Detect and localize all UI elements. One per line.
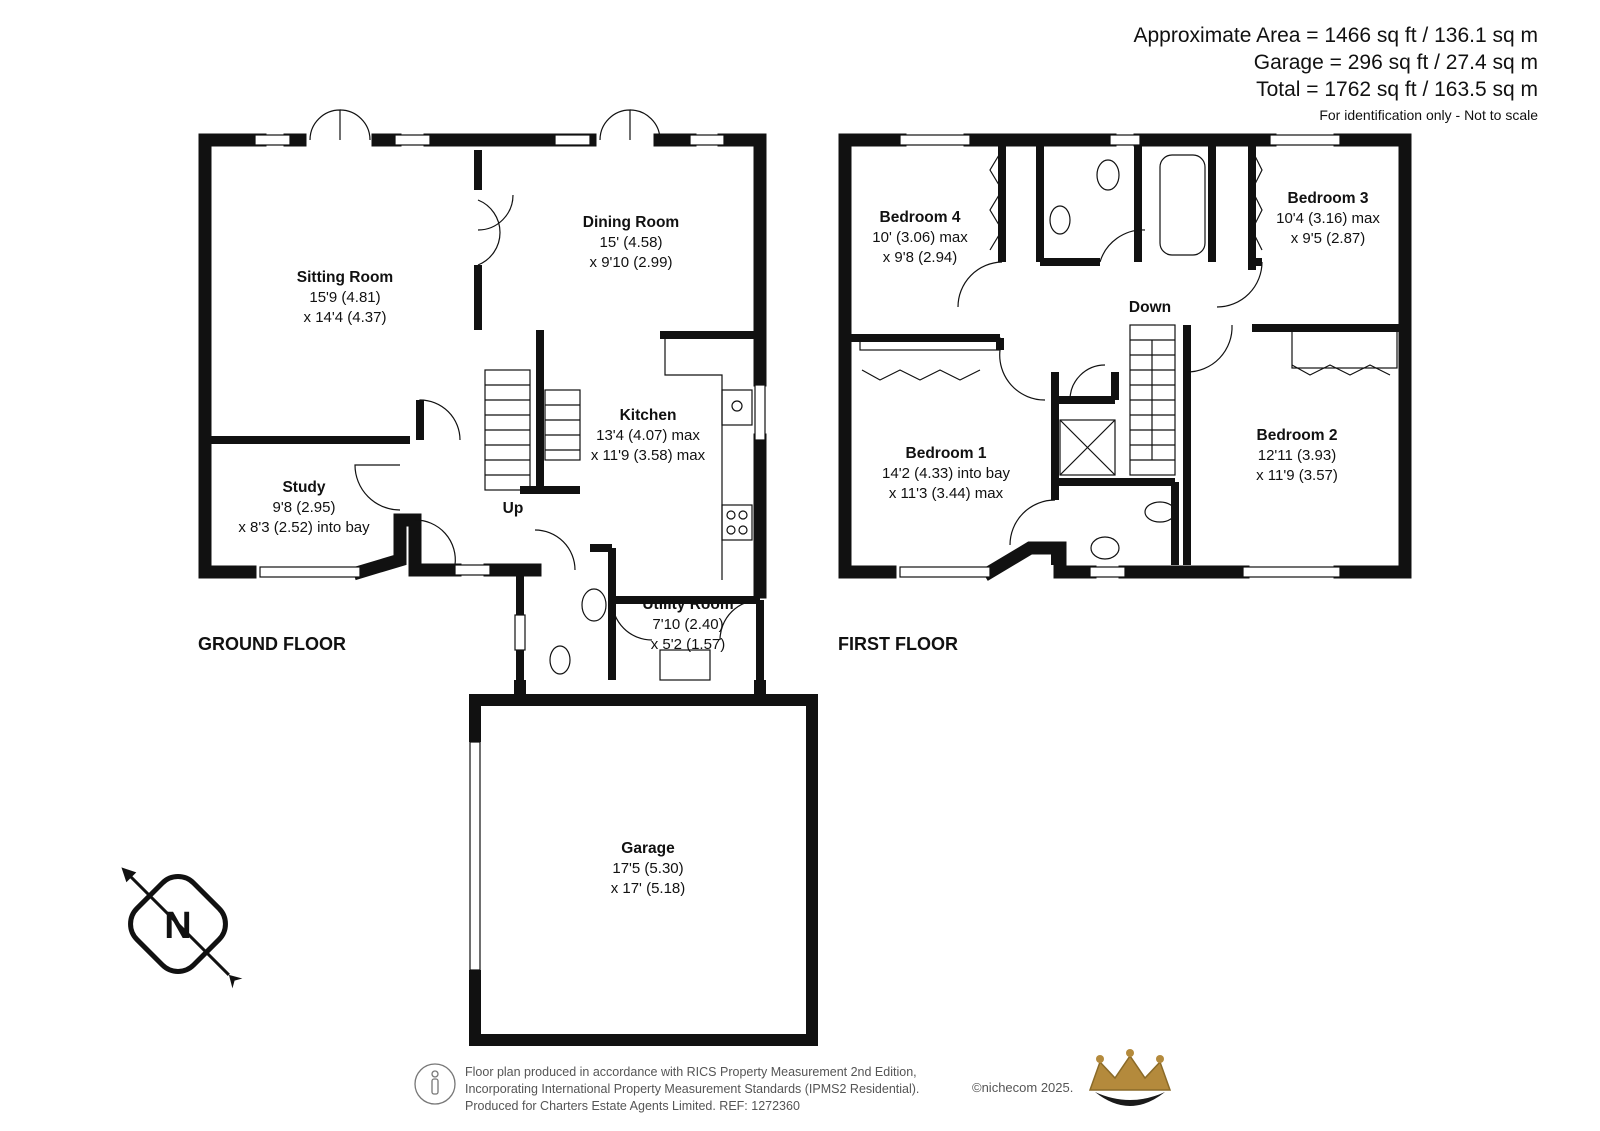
room-dim: x 11'3 (3.44) max — [889, 485, 1004, 502]
footer-line-2: Incorporating International Property Mea… — [465, 1082, 920, 1096]
ground-floor-connectors — [514, 680, 766, 700]
area-line-garage: Garage = 296 sq ft / 27.4 sq m — [1253, 51, 1538, 74]
room-dim: x 17' (5.18) — [611, 880, 686, 897]
footer-line-1: Floor plan produced in accordance with R… — [465, 1065, 917, 1079]
room-dim: 12'11 (3.93) — [1258, 447, 1336, 464]
area-note: For identification only - Not to scale — [1319, 107, 1538, 123]
room-bedroom-2: Bedroom 2 12'11 (3.93) x 11'9 (3.57) — [1256, 427, 1338, 484]
room-name: Garage — [621, 840, 675, 857]
room-sitting: Sitting Room 15'9 (4.81) x 14'4 (4.37) — [297, 269, 393, 326]
area-line-total: Total = 1762 sq ft / 163.5 sq m — [1256, 78, 1538, 101]
room-kitchen: Kitchen 13'4 (4.07) max x 11'9 (3.58) ma… — [591, 407, 706, 464]
person-icon — [414, 1063, 456, 1105]
room-dim: x 8'3 (2.52) into bay — [238, 519, 370, 536]
crown-logo-icon — [1088, 1049, 1172, 1106]
room-dim: 17'5 (5.30) — [612, 860, 683, 877]
ground-floor-inner-walls — [210, 150, 764, 680]
room-dim: 9'8 (2.95) — [273, 499, 336, 516]
room-dining: Dining Room 15' (4.58) x 9'10 (2.99) — [583, 214, 679, 271]
room-study: Study 9'8 (2.95) x 8'3 (2.52) into bay — [238, 479, 370, 536]
first-floor-walls — [838, 133, 1412, 581]
room-dim: x 14'4 (4.37) — [304, 309, 387, 326]
room-name: Sitting Room — [297, 269, 393, 286]
room-utility: Utility Room 7'10 (2.40) x 5'2 (1.57) — [642, 596, 733, 653]
room-dim: 14'2 (4.33) into bay — [882, 465, 1010, 482]
room-name: Kitchen — [620, 407, 677, 424]
footer-line-3: Produced for Charters Estate Agents Limi… — [465, 1099, 800, 1113]
room-name: Dining Room — [583, 214, 679, 231]
room-dim: 10'4 (3.16) max — [1276, 210, 1380, 227]
room-dim: 10' (3.06) max — [872, 229, 968, 246]
compass-letter: N — [164, 905, 191, 947]
room-garage: Garage 17'5 (5.30) x 17' (5.18) — [611, 840, 686, 897]
room-name: Bedroom 2 — [1257, 427, 1338, 444]
room-dim: 15'9 (4.81) — [309, 289, 380, 306]
room-name: Bedroom 1 — [906, 445, 987, 462]
ground-floor-walls — [198, 133, 767, 599]
ground-floor-thin-lines — [309, 109, 761, 681]
footer-text: Floor plan produced in accordance with R… — [465, 1064, 919, 1115]
area-line-approx: Approximate Area = 1466 sq ft / 136.1 sq… — [1133, 24, 1539, 47]
stairs-down-label: Down — [1129, 299, 1171, 316]
ground-floor-windows — [254, 134, 766, 651]
area-summary: Approximate Area = 1466 sq ft / 136.1 sq… — [1134, 22, 1539, 125]
room-dim: x 9'8 (2.94) — [883, 249, 958, 266]
room-dim: x 9'5 (2.87) — [1291, 230, 1366, 247]
room-bedroom-1: Bedroom 1 14'2 (4.33) into bay x 11'3 (3… — [882, 445, 1010, 502]
room-name: Bedroom 3 — [1288, 190, 1369, 207]
garage-walls — [469, 694, 818, 1046]
room-dim: x 5'2 (1.57) — [651, 636, 726, 653]
garage-door — [469, 741, 481, 971]
first-floor-title: FIRST FLOOR — [838, 634, 958, 654]
room-dim: x 11'9 (3.58) max — [591, 447, 706, 464]
room-bedroom-3: Bedroom 3 10'4 (3.16) max x 9'5 (2.87) — [1276, 190, 1380, 247]
room-bedroom-4: Bedroom 4 10' (3.06) max x 9'8 (2.94) — [872, 209, 968, 266]
room-name: Utility Room — [642, 596, 733, 613]
room-dim: 7'10 (2.40) — [652, 616, 723, 633]
first-floor-inner-walls — [850, 145, 1400, 565]
room-dim: 15' (4.58) — [600, 234, 663, 251]
room-dim: x 11'9 (3.57) — [1256, 467, 1338, 484]
footer-copyright: ©nichecom 2025. — [972, 1080, 1074, 1095]
first-floor-windows — [899, 134, 1341, 578]
ground-floor-title: GROUND FLOOR — [198, 634, 346, 654]
room-name: Study — [282, 479, 325, 496]
first-floor-thin-lines — [859, 149, 1398, 560]
room-dim: x 9'10 (2.99) — [590, 254, 673, 271]
room-dim: 13'4 (4.07) max — [596, 427, 700, 444]
north-compass-icon — [121, 867, 243, 989]
stairs-up-label: Up — [503, 500, 524, 517]
room-name: Bedroom 4 — [880, 209, 961, 226]
